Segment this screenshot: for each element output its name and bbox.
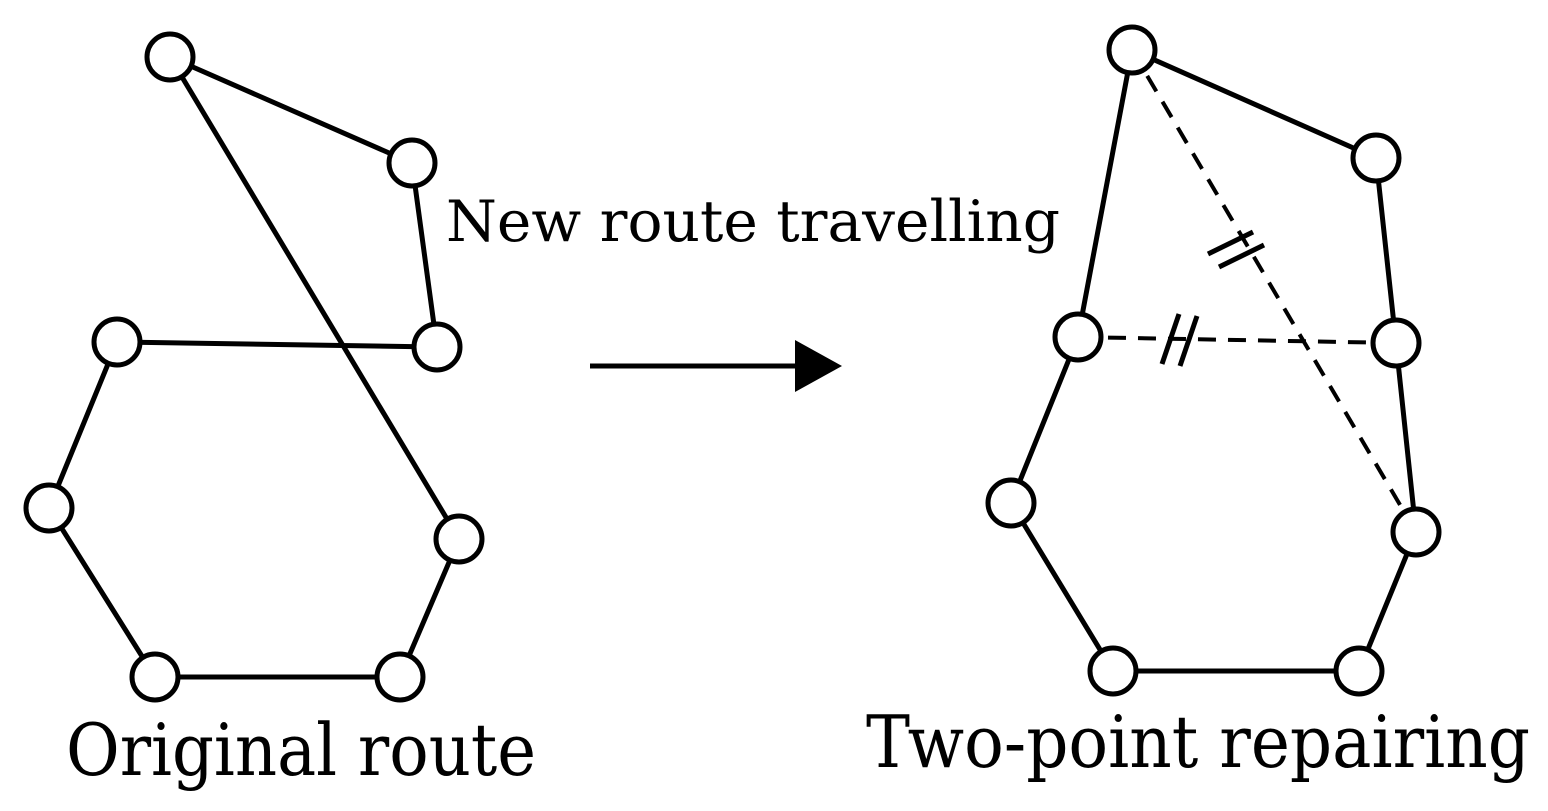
route-node [129,651,181,703]
new-route-label: New route travelling [446,189,1060,255]
original-route-graph [23,31,485,703]
new-edge [1008,334,1081,506]
new-edge [1008,500,1116,674]
original-edge [46,505,158,680]
original-route-label: Original route [66,708,536,792]
new-edge [1075,47,1135,340]
route-node [1087,645,1139,697]
original-edge [46,339,120,511]
route-node [144,31,196,83]
original-edge [167,54,415,166]
route-node [1333,645,1385,697]
original-edge [409,160,440,350]
arrow-head [795,340,842,392]
route-node [91,316,143,368]
new-edge [1129,47,1379,161]
route-node [433,513,485,565]
route-node [1370,317,1422,369]
route-node [1350,132,1402,184]
repaired-route-graph [985,24,1442,697]
route-node [411,321,463,373]
removed-edge [1077,335,1397,345]
removed-edge [1130,48,1418,534]
two-point-repairing-label: Two-point repairing [866,700,1530,784]
new-edge [1393,340,1419,535]
original-edge [167,54,462,542]
original-edge [114,339,440,350]
route-node [374,651,426,703]
route-node [985,477,1037,529]
route-node [386,137,438,189]
break-mark [1206,229,1266,270]
route-node [1390,506,1442,558]
break-mark [1159,313,1200,367]
new-edge [1373,155,1399,346]
transform-arrow [590,340,842,392]
route-node [1052,311,1104,363]
route-node [23,482,75,534]
route-node [1106,24,1158,76]
